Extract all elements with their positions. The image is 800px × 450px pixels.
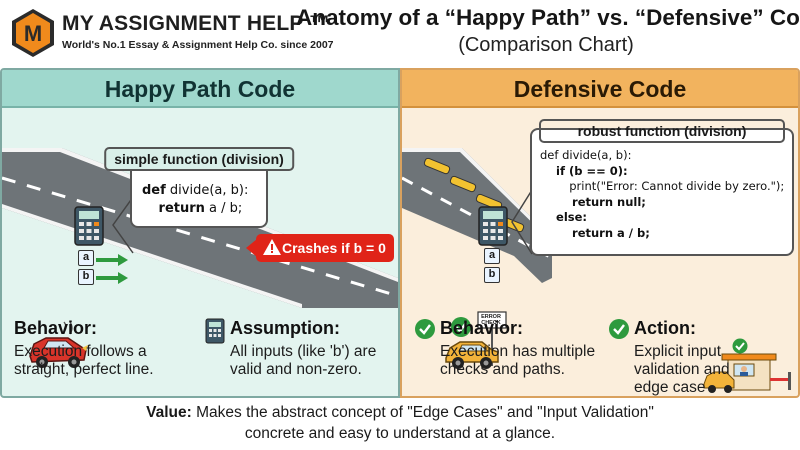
robust-function-title: robust function (division) (539, 119, 785, 143)
happy-behavior-block: Behavior: Execution follows a straight, … (14, 318, 199, 379)
happy-behavior-body: Execution follows a straight, perfect li… (14, 343, 154, 378)
robust-function-codebox: robust function (division) def divide(a,… (530, 119, 794, 256)
defensive-behavior-title: Behavior: (440, 318, 524, 338)
happy-assumption-title: Assumption: (230, 318, 340, 338)
error-check-label: ERROR CHECK (481, 314, 501, 326)
check-circle-icon (609, 319, 629, 339)
svg-text:M: M (24, 21, 42, 46)
straight-road (2, 148, 398, 308)
value-label: Value: (146, 404, 192, 421)
warning-triangle-icon (263, 239, 281, 255)
connector-line (112, 196, 134, 254)
calculator-icon (205, 318, 225, 344)
defensive-action-title: Action: (634, 318, 696, 338)
robust-function-code: def divide(a, b): if (b == 0): print("Er… (540, 148, 784, 241)
check-circle-icon (415, 319, 435, 339)
crash-arrow (246, 239, 257, 257)
simple-function-title: simple function (division) (104, 147, 294, 171)
brand: M MY ASSIGNMENT HELP ™ World's No.1 Essa… (10, 6, 334, 62)
input-arrows (96, 254, 128, 284)
checked-road (402, 148, 552, 283)
happy-assumption-block: Assumption: All inputs (like 'b') are va… (230, 318, 398, 379)
page-title: Anatomy of a “Happy Path” vs. “Defensive… (296, 5, 800, 30)
car-icon (445, 341, 499, 369)
code-line: return a / b; (158, 201, 243, 216)
input-b-chip: b (78, 269, 94, 285)
code-line: return a / b; (540, 225, 650, 240)
code-line: else: (540, 210, 587, 224)
brand-tagline: World's No.1 Essay & Assignment Help Co.… (62, 39, 334, 51)
input-a-chip: a (78, 250, 94, 266)
happy-behavior-title: Behavior: (14, 318, 98, 338)
error-check-sign (477, 311, 507, 366)
defensive-action-block: Action: Explicit input validation and ed… (634, 318, 794, 396)
page-subtitle: (Comparison Chart) (458, 34, 634, 56)
input-a-chip: a (484, 248, 500, 264)
value-statement-line2: concrete and easy to understand at a gla… (244, 425, 556, 442)
logo-m-icon: M (12, 9, 54, 57)
defensive-panel: Defensive Code a b ERROR CHECK (400, 68, 800, 398)
input-b-chip: b (484, 267, 500, 283)
defensive-action-body: Explicit input validation and edge case … (634, 343, 730, 396)
value-statement-line1: Value: Makes the abstract concept of "Ed… (0, 404, 800, 422)
code-line: if (b == 0): (540, 163, 628, 178)
calculator-icon (478, 206, 508, 246)
happy-path-panel: Happy Path Code a b simple function (div… (0, 68, 400, 398)
code-line: divide(a, b): (169, 183, 249, 198)
crash-label: Crashes if b = 0 (282, 240, 386, 256)
code-line: def divide(a, b): (540, 148, 632, 162)
happy-path-heading: Happy Path Code (2, 70, 398, 108)
brand-name: MY ASSIGNMENT HELP ™ (62, 12, 331, 35)
happy-assumption-body: All inputs (like 'b') are valid and non-… (230, 343, 377, 378)
toll-booth-icon (703, 338, 791, 393)
defensive-heading: Defensive Code (402, 70, 798, 108)
check-circle-icon (451, 317, 471, 337)
connector-line (511, 189, 533, 255)
defensive-behavior-block: Behavior: Execution has multiple checks … (440, 318, 608, 379)
calculator-icon (74, 206, 104, 246)
simple-function-code: def divide(a, b): return a / b; (142, 183, 249, 216)
code-line: print("Error: Cannot divide by zero."); (540, 179, 785, 193)
simple-function-codebox: simple function (division) def divide(a,… (104, 147, 294, 228)
crash-badge: Crashes if b = 0 (256, 234, 394, 262)
value-text-1: Makes the abstract concept of "Edge Case… (191, 404, 654, 421)
defensive-behavior-body: Execution has multiple checks and paths. (440, 343, 596, 378)
code-line: return null; (540, 194, 646, 209)
crashed-car-icon (29, 321, 88, 368)
